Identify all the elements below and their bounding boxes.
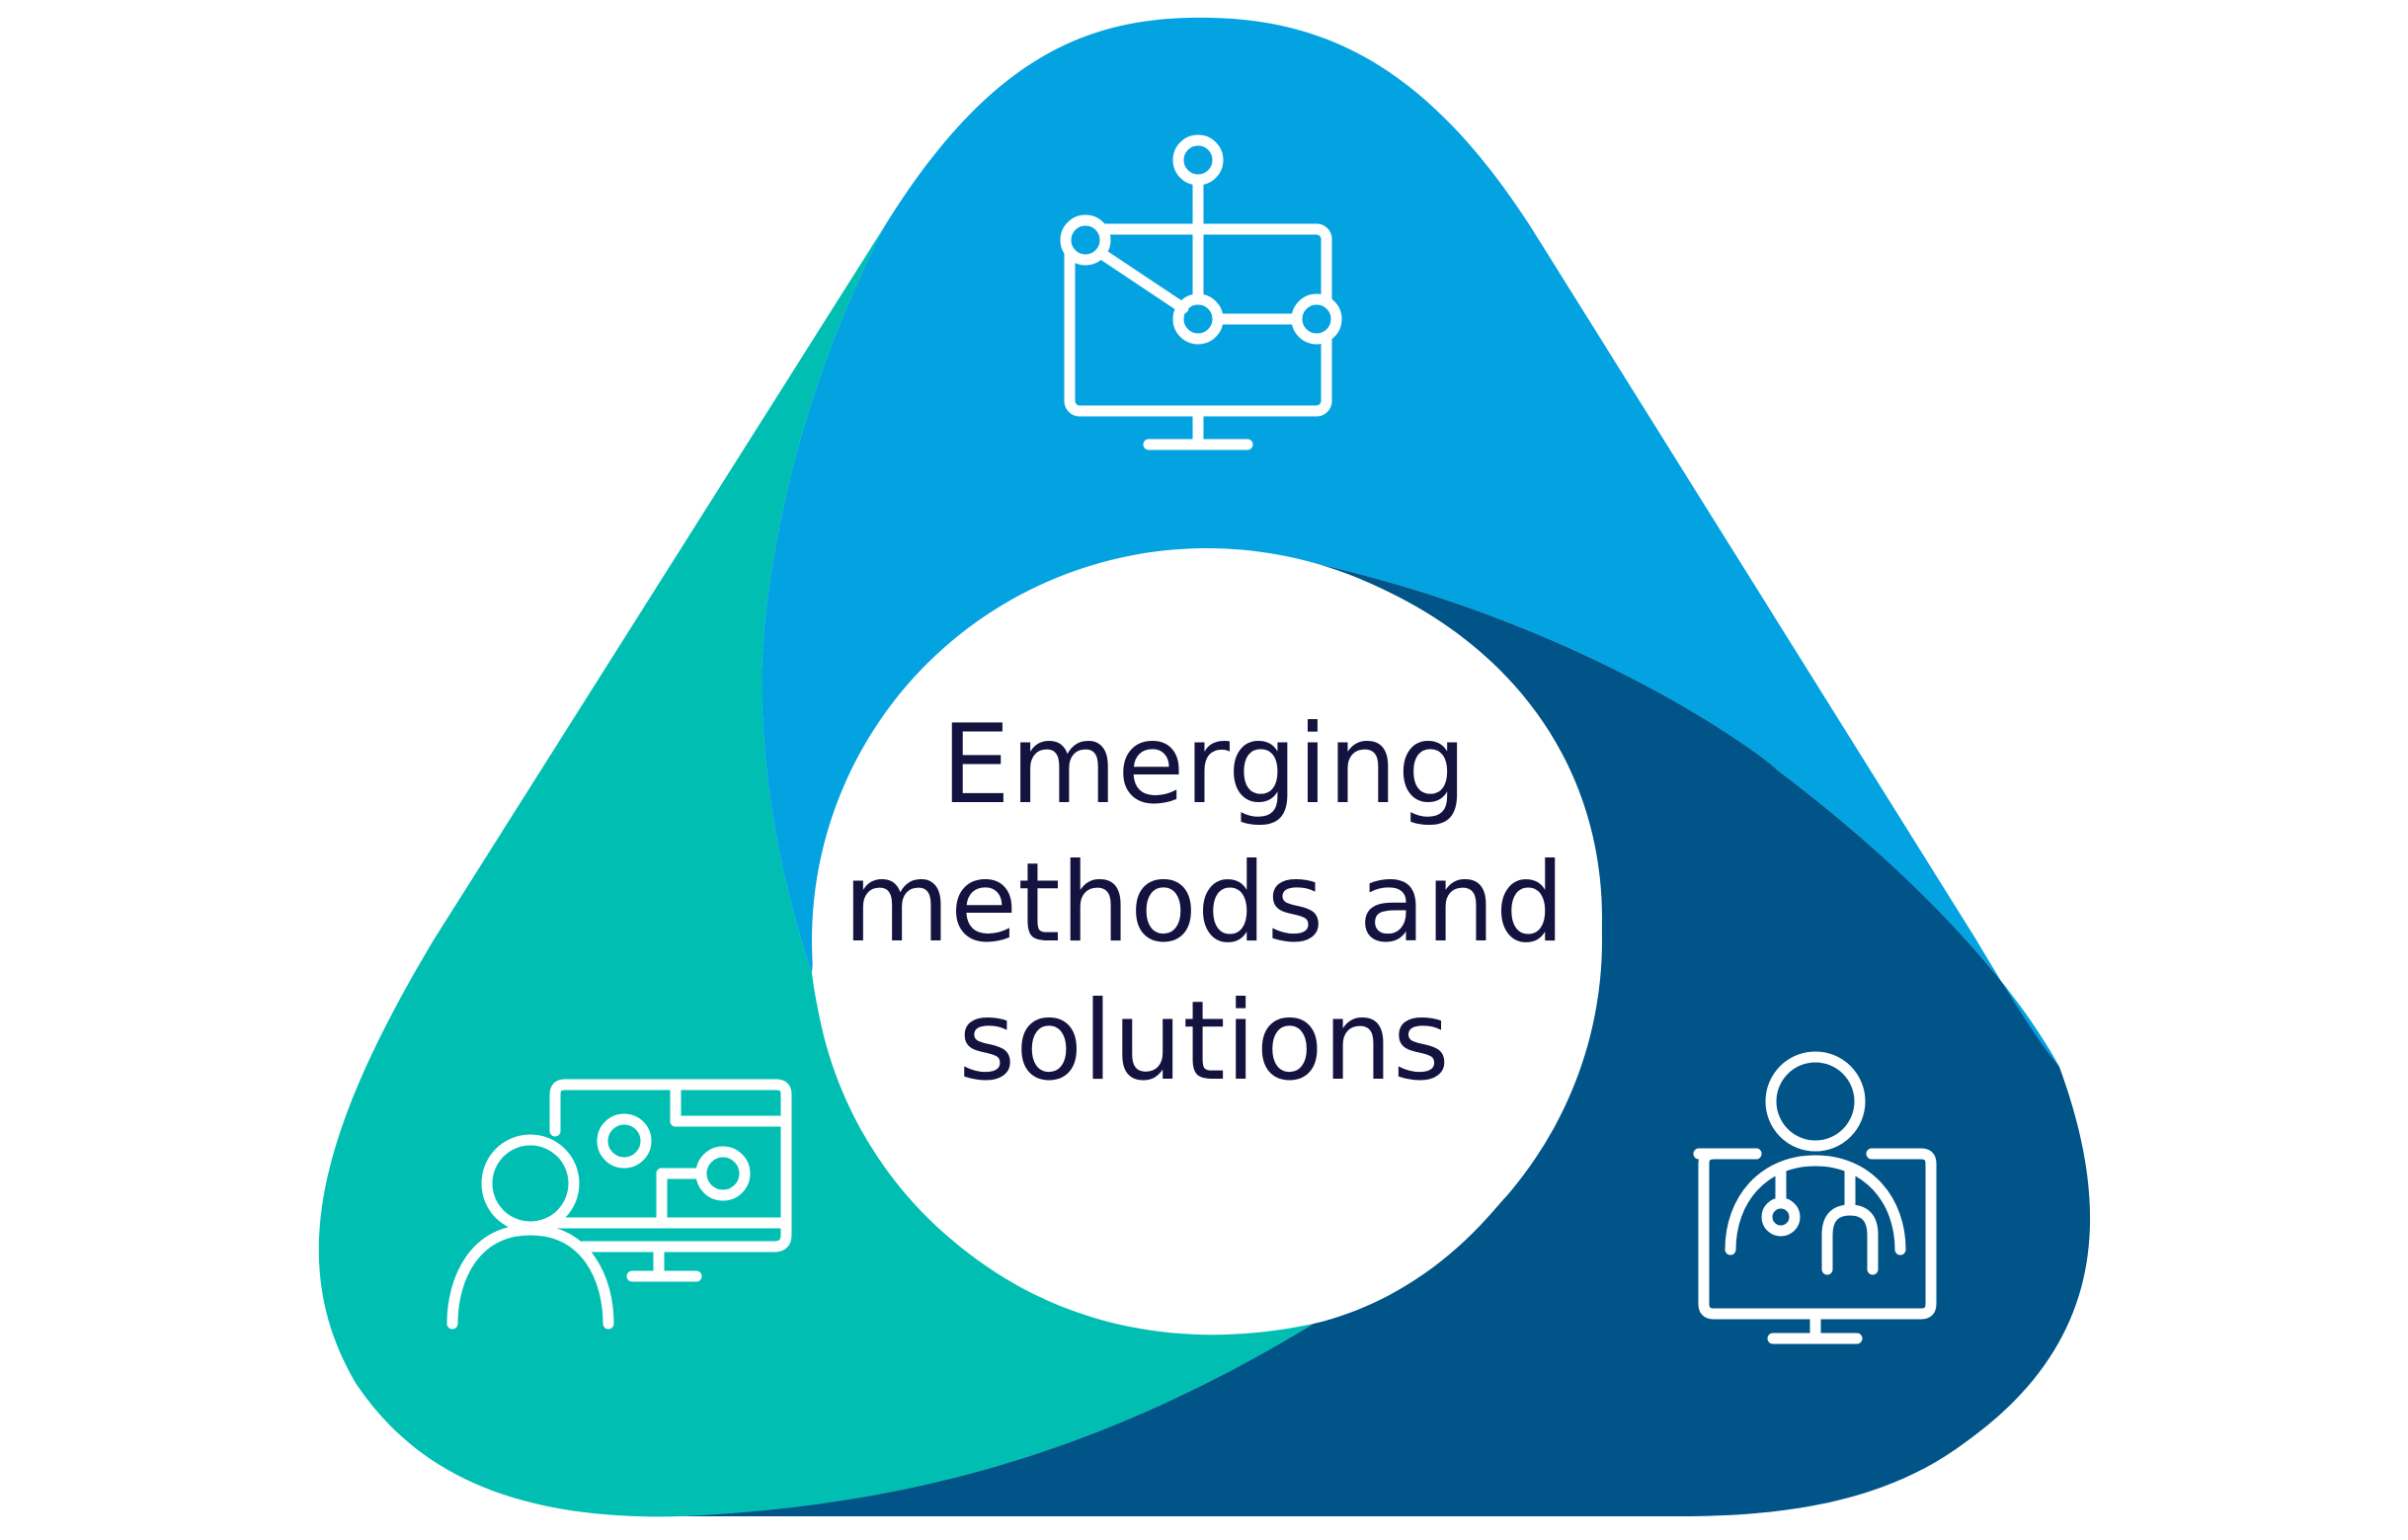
telehealth-doctor-icon	[1693, 1051, 1937, 1344]
right-segment	[682, 563, 2091, 1516]
center-label-line-2: methods and	[843, 840, 1565, 967]
center-label-line-1: Emerging	[940, 701, 1468, 829]
center-label: Emerging methods and solutions	[809, 696, 1599, 1111]
network-monitor-icon	[1060, 134, 1342, 450]
center-circle	[812, 548, 1602, 1333]
top-segment	[762, 17, 2059, 1067]
person-dashboard-icon	[446, 1079, 792, 1330]
center-label-line-3: solutions	[958, 978, 1450, 1105]
